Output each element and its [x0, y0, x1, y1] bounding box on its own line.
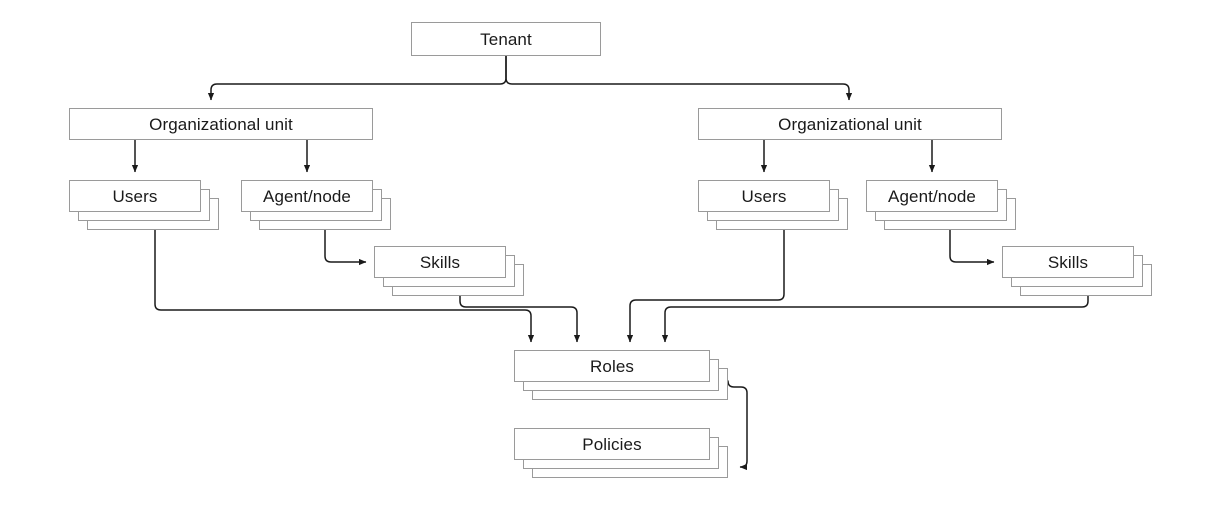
edge-roles-to-policies: [727, 380, 748, 471]
org-unit-left-box[interactable]: Organizational unit: [69, 108, 373, 140]
agent-node-left-label: Agent/node: [263, 186, 351, 206]
edge-agent-left-to-skills-left: [324, 230, 367, 266]
edge-tenant-to-org-left: [207, 56, 507, 101]
edge-skills-right-to-roles: [661, 296, 1089, 343]
org-unit-left-label: Organizational unit: [149, 114, 293, 134]
org-unit-right-box[interactable]: Organizational unit: [698, 108, 1002, 140]
agent-node-right-box[interactable]: Agent/node: [866, 180, 998, 212]
edge-skills-left-to-roles: [459, 296, 581, 343]
skills-right-box[interactable]: Skills: [1002, 246, 1134, 278]
skills-right-label: Skills: [1047, 252, 1089, 272]
agent-node-right-label: Agent/node: [888, 186, 976, 206]
users-left-box[interactable]: Users: [69, 180, 201, 212]
skills-left-box[interactable]: Skills: [374, 246, 506, 278]
users-right-label: Users: [741, 186, 787, 206]
edge-users-right-to-roles: [626, 230, 785, 343]
agent-node-left-box[interactable]: Agent/node: [241, 180, 373, 212]
tenant-box[interactable]: Tenant: [411, 22, 601, 56]
skills-left-label: Skills: [419, 252, 461, 272]
users-left-label: Users: [112, 186, 158, 206]
roles-box[interactable]: Roles: [514, 350, 710, 382]
edge-tenant-to-org-right: [505, 56, 853, 101]
edge-agent-right-to-skills-right: [949, 230, 995, 266]
tenant-label: Tenant: [480, 29, 532, 49]
users-right-box[interactable]: Users: [698, 180, 830, 212]
roles-label: Roles: [590, 356, 634, 376]
policies-box[interactable]: Policies: [514, 428, 710, 460]
policies-label: Policies: [582, 434, 642, 454]
org-unit-right-label: Organizational unit: [778, 114, 922, 134]
